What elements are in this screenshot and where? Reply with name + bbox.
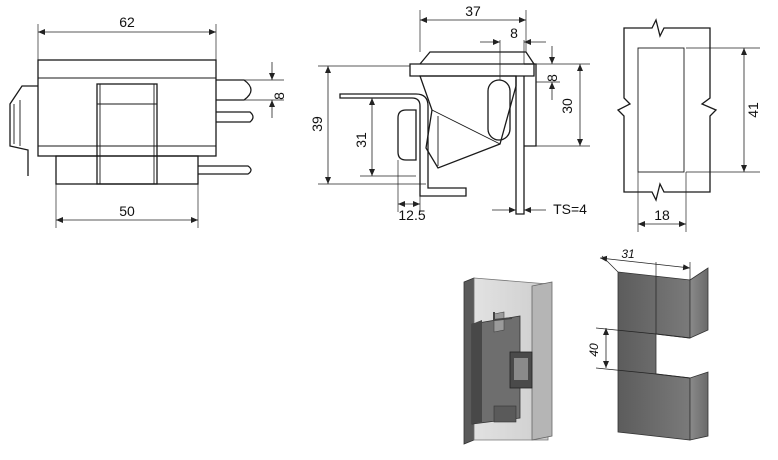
hinge-arm-3d	[493, 312, 513, 322]
l-bracket	[339, 93, 467, 197]
latch-roller	[397, 109, 417, 161]
cutout-return-top	[689, 267, 709, 339]
dim-label-41: 41	[745, 102, 761, 118]
cutout-opening	[637, 47, 685, 173]
dim-label-50: 50	[119, 203, 135, 219]
dim-label-3d-31: 31	[621, 247, 634, 261]
door-plate-outer	[524, 63, 537, 147]
left-lever-detail	[13, 100, 21, 146]
dim-label-pin-8: 8	[271, 92, 287, 100]
dim-label-3d-40: 40	[587, 343, 601, 357]
cutout-3d-render: 31 40	[587, 247, 709, 441]
pin-middle	[216, 111, 254, 123]
top-cap	[409, 63, 535, 77]
dim-label-offset-8: 8	[510, 25, 518, 41]
front-view: 62 50 8	[9, 14, 287, 228]
door-edge	[531, 281, 553, 441]
dim-label-12-5: 12.5	[398, 207, 425, 223]
cutout-view: 41 18	[616, 18, 761, 232]
dim-label-62: 62	[119, 14, 135, 30]
dim-label-18: 18	[654, 207, 670, 223]
door-plate	[515, 76, 525, 215]
hinge-lower-block	[55, 155, 199, 185]
pin-capsule	[487, 79, 511, 141]
cutout-outer-frame	[616, 18, 718, 202]
hinge-pin-3d	[493, 311, 505, 333]
pin-upper	[216, 79, 252, 101]
dim-line-3d-31	[599, 255, 691, 271]
hinge-latch-window	[514, 358, 528, 380]
hinge-bottom-3d	[493, 405, 517, 423]
dim-label-gap-8: 8	[544, 74, 560, 82]
pin-lower	[198, 165, 252, 175]
notch-bottom-edge	[655, 373, 691, 379]
ext-3d-40-bottom	[595, 367, 657, 375]
dim-label-37: 37	[465, 3, 481, 19]
wedge-body	[419, 75, 517, 169]
hinge-center-leaf	[96, 83, 158, 185]
dim-label-39: 39	[309, 116, 325, 132]
side-view: 37 8 8 30 39 31 12.5 TS=4	[309, 3, 590, 223]
hinge-side-3d	[472, 320, 482, 424]
hinge-3d-render	[463, 277, 553, 445]
left-lever	[9, 85, 38, 176]
top-cap-bevel	[419, 51, 535, 65]
cutout-return-bottom	[689, 371, 709, 441]
cutout-panel-front	[617, 271, 691, 441]
dim-label-30: 30	[559, 98, 575, 114]
wedge-diagonal	[431, 109, 501, 145]
hinge-body-outline	[37, 59, 217, 157]
dim-label-31: 31	[353, 132, 369, 148]
dim-label-ts: TS=4	[553, 201, 587, 217]
notch-top-edge	[655, 333, 691, 339]
